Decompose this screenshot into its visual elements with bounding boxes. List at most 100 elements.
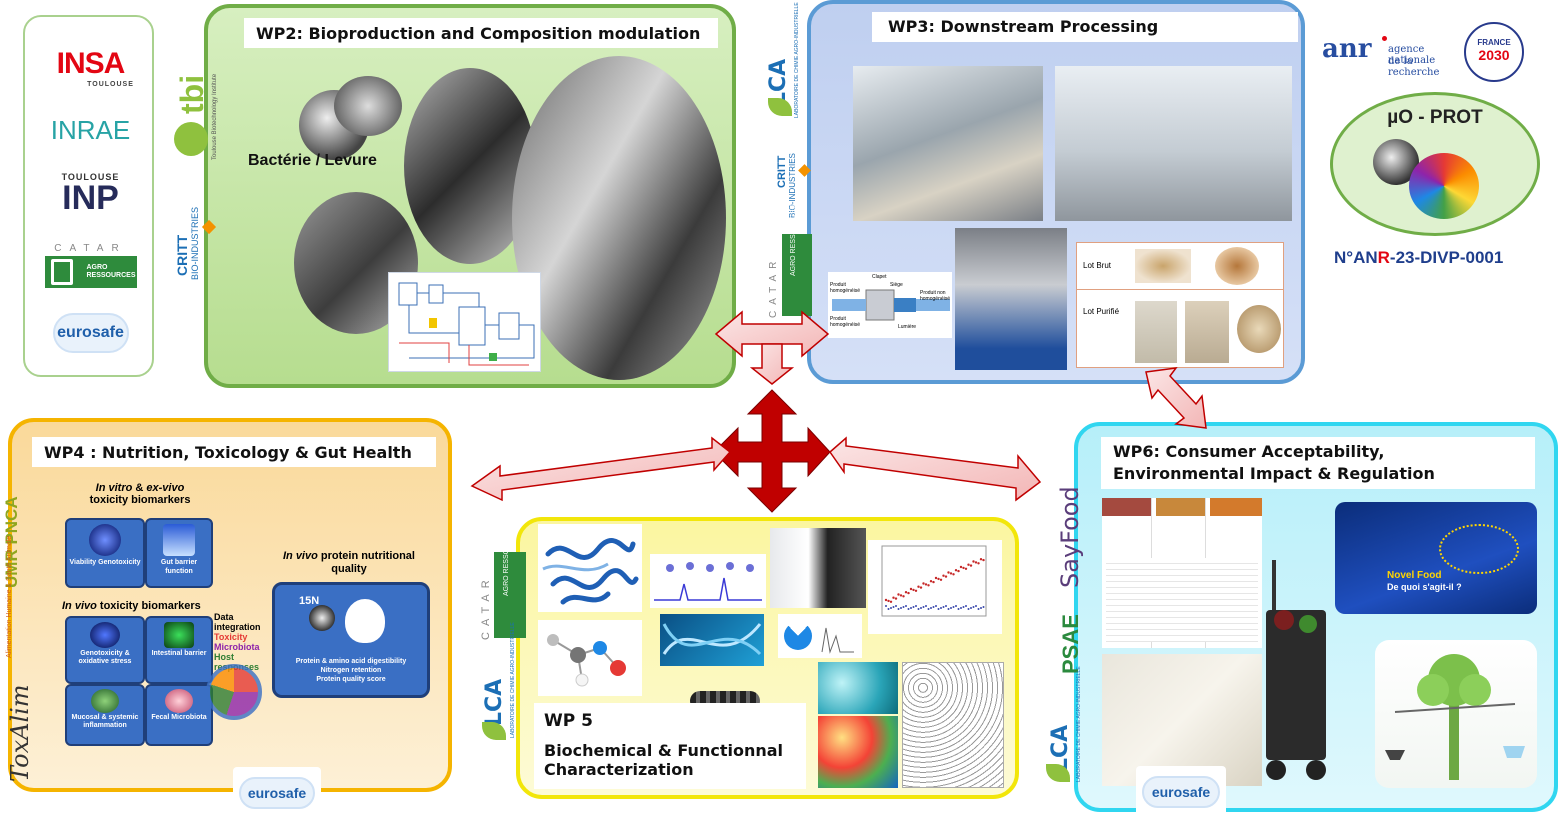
- grant-number: N°ANR-23-DIVP-0001: [1334, 248, 1504, 267]
- scatter-dot: [885, 605, 887, 607]
- inp-logo: TOULOUSE INP: [61, 172, 120, 217]
- scatter-dot: [979, 558, 983, 561]
- scatter-dot: [925, 605, 927, 607]
- scatter-dot: [959, 565, 963, 569]
- wp4-title: WP4 : Nutrition, Toxicology & Gut Health: [32, 437, 436, 467]
- scatter-dot: [975, 605, 977, 607]
- scatter-dot: [934, 576, 938, 580]
- grinder-photo: [955, 228, 1067, 370]
- scatter-dot: [909, 587, 913, 591]
- scatter-dot: [907, 591, 910, 595]
- scatter-dot: [910, 607, 912, 609]
- downstream-photo-2: [1055, 66, 1292, 221]
- scatter-dot: [949, 572, 953, 575]
- scatter-dot: [942, 574, 945, 577]
- arrow-wp6: [828, 436, 1042, 502]
- scatter-dot: [917, 608, 920, 610]
- scatter-plot-drawing: [881, 545, 987, 617]
- scatter-dot: [917, 585, 920, 588]
- scatter-dot: [932, 606, 935, 608]
- scatter-dot: [972, 560, 975, 563]
- scatter-dot: [919, 586, 923, 589]
- wp6-title: WP6: Consumer Acceptability, Environment…: [1101, 437, 1535, 489]
- invivo-box-2: Intestinal barrier: [145, 616, 213, 684]
- scatter-dot: [904, 591, 908, 594]
- arrow-down-center: [749, 343, 795, 385]
- scatter-dot: [895, 605, 897, 607]
- homogenizer-diagram: Clapet Siège Produit homogénéisé Produit…: [828, 272, 952, 338]
- scatter-dot: [977, 608, 980, 610]
- scatter-dot: [977, 562, 980, 565]
- catar-logo-wp5: CATAR AGRO RESSOURCES: [476, 524, 528, 642]
- arrow-wp2-wp3: [714, 310, 830, 358]
- partners-panel: INSA TOULOUSE INRAE TOULOUSE INP CATAR A…: [23, 15, 154, 377]
- invivo-box-1: Genotoxicity & oxidative stress: [65, 616, 145, 684]
- novel-food-image: Novel Food De quoi s'agit-il ?: [1335, 502, 1537, 614]
- wp5-title-box: WP 5 Biochemical & Functionnal Character…: [534, 703, 806, 789]
- wp2-title: WP2: Bioproduction and Composition modul…: [244, 18, 718, 48]
- scatter-dot: [915, 605, 917, 607]
- micrograph-image: [902, 662, 1004, 788]
- scatter-dot: [962, 566, 965, 570]
- scatter-dot: [884, 598, 888, 602]
- invitro-box-1: Viability Genotoxicity: [65, 518, 145, 588]
- inrae-logo: INRAE: [50, 115, 131, 145]
- scatter-dot: [929, 580, 933, 583]
- nutrition-box: 15N Protein & amino acid digestibility N…: [272, 582, 430, 698]
- pacman-icon-image: [778, 614, 862, 658]
- scatter-dot: [957, 569, 960, 573]
- scatter-dot: [897, 593, 900, 596]
- scatter-dot: [982, 558, 985, 562]
- scatter-dot: [969, 564, 973, 567]
- eu-flag-icon: [1439, 524, 1519, 574]
- scatter-dot: [952, 606, 955, 608]
- arrow-wp3-wp6: [1145, 367, 1207, 429]
- invitro-box-2: Gut barrier function: [145, 518, 213, 588]
- sensory-sheets-image: [1102, 498, 1262, 648]
- scatter-dot: [962, 606, 965, 608]
- shopping-cart-drawing: [1266, 560, 1326, 780]
- scatter-dot: [937, 608, 940, 610]
- bacteria-label: Bactérie / Levure: [248, 152, 377, 169]
- hplc-image: [770, 528, 866, 608]
- scatter-dot: [964, 567, 968, 570]
- insa-logo: INSA TOULOUSE: [56, 47, 134, 88]
- process-schematic-drawing: [398, 282, 535, 366]
- protein-structure-icon: [1409, 153, 1479, 219]
- scatter-dot: [982, 606, 985, 608]
- bioreactor-photo-large: [512, 56, 726, 380]
- scatter-dot: [889, 600, 893, 603]
- shopping-cart-image: [1254, 560, 1336, 786]
- scatter-dot: [892, 596, 895, 599]
- scatter-dot: [930, 607, 932, 609]
- scatter-dot: [912, 606, 915, 608]
- lca-logo-wp5: LCA LABORATOIRE DE CHIMIE AGRO-INDUSTRIE…: [482, 622, 516, 740]
- scatter-dot: [905, 605, 907, 607]
- scatter-dot: [955, 605, 957, 607]
- scatter-dot: [907, 608, 910, 610]
- scatter-dot: [920, 607, 922, 609]
- scatter-dot: [974, 561, 978, 564]
- scatter-dot: [900, 607, 902, 609]
- scatter-dot: [902, 595, 905, 598]
- scatter-dot: [952, 573, 955, 576]
- scatter-dot: [935, 605, 937, 607]
- scatter-dot: [922, 606, 925, 608]
- process-schematic: [388, 272, 541, 372]
- catar-logo-wp3: CATAR AGRO RESSOURCES: [764, 204, 816, 320]
- protein-ribbon-image: [538, 524, 642, 612]
- scatter-dot: [892, 606, 895, 608]
- scatter-dot: [897, 608, 900, 610]
- arrow-wp4: [470, 436, 732, 502]
- scatter-dot: [947, 608, 950, 610]
- invivo-heading: In vivo toxicity biomarkers: [62, 600, 201, 612]
- scatter-dot: [954, 569, 958, 572]
- catar-logo: CATAR AGRO RESSOURCES: [25, 243, 156, 288]
- scatter-dot: [887, 608, 890, 610]
- scatter-dot: [927, 584, 930, 587]
- scatter-dot: [950, 607, 952, 609]
- scatter-dot: [940, 607, 942, 609]
- scatter-dot: [967, 608, 970, 610]
